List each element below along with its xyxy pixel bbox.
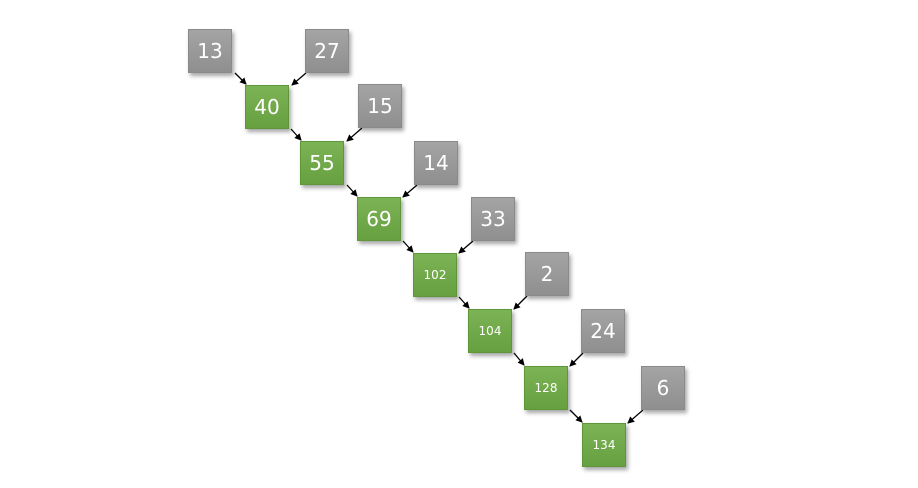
input-value: 14 [423,151,449,175]
input-value: 27 [314,39,340,63]
input-value: 6 [656,376,670,400]
input-value: 13 [197,39,223,63]
sum-value: 134 [592,438,616,452]
arrow-connector [458,240,474,254]
input-box-13: 13 [188,29,232,73]
input-value: 33 [480,207,506,231]
input-box-14: 14 [414,141,458,185]
input-value: 24 [590,319,616,343]
arrow-connector [290,128,302,141]
sum-value: 102 [423,268,447,282]
sum-value: 69 [366,207,392,231]
sum-box-134: 134 [582,423,626,467]
sum-value: 128 [534,381,558,395]
sum-value: 55 [309,151,335,175]
sum-box-128: 128 [524,366,568,410]
input-box-2: 2 [525,252,569,296]
arrow-connector [513,295,528,310]
arrow-connector [402,240,414,253]
arrow-connector [458,296,470,309]
sum-value: 104 [478,324,502,338]
sum-value: 40 [254,95,280,119]
arrow-connector [291,72,307,86]
arrow-connector [569,409,583,423]
sum-box-104: 104 [468,309,512,353]
arrow-connector [569,352,584,367]
arrow-connector [346,127,363,142]
arrow-connector [513,352,525,366]
sum-box-69: 69 [357,197,401,241]
input-box-15: 15 [358,84,402,128]
sum-box-102: 102 [413,253,457,297]
input-box-6: 6 [641,366,685,410]
input-box-33: 33 [471,197,515,241]
sum-box-55: 55 [300,141,344,185]
input-box-24: 24 [581,309,625,353]
input-value: 2 [540,262,554,286]
sum-box-40: 40 [245,85,289,129]
input-box-27: 27 [305,29,349,73]
input-value: 15 [367,94,393,118]
arrow-connector [627,409,644,424]
arrow-connector [402,184,418,198]
arrow-connector [234,72,247,85]
arrow-connector [346,184,358,197]
